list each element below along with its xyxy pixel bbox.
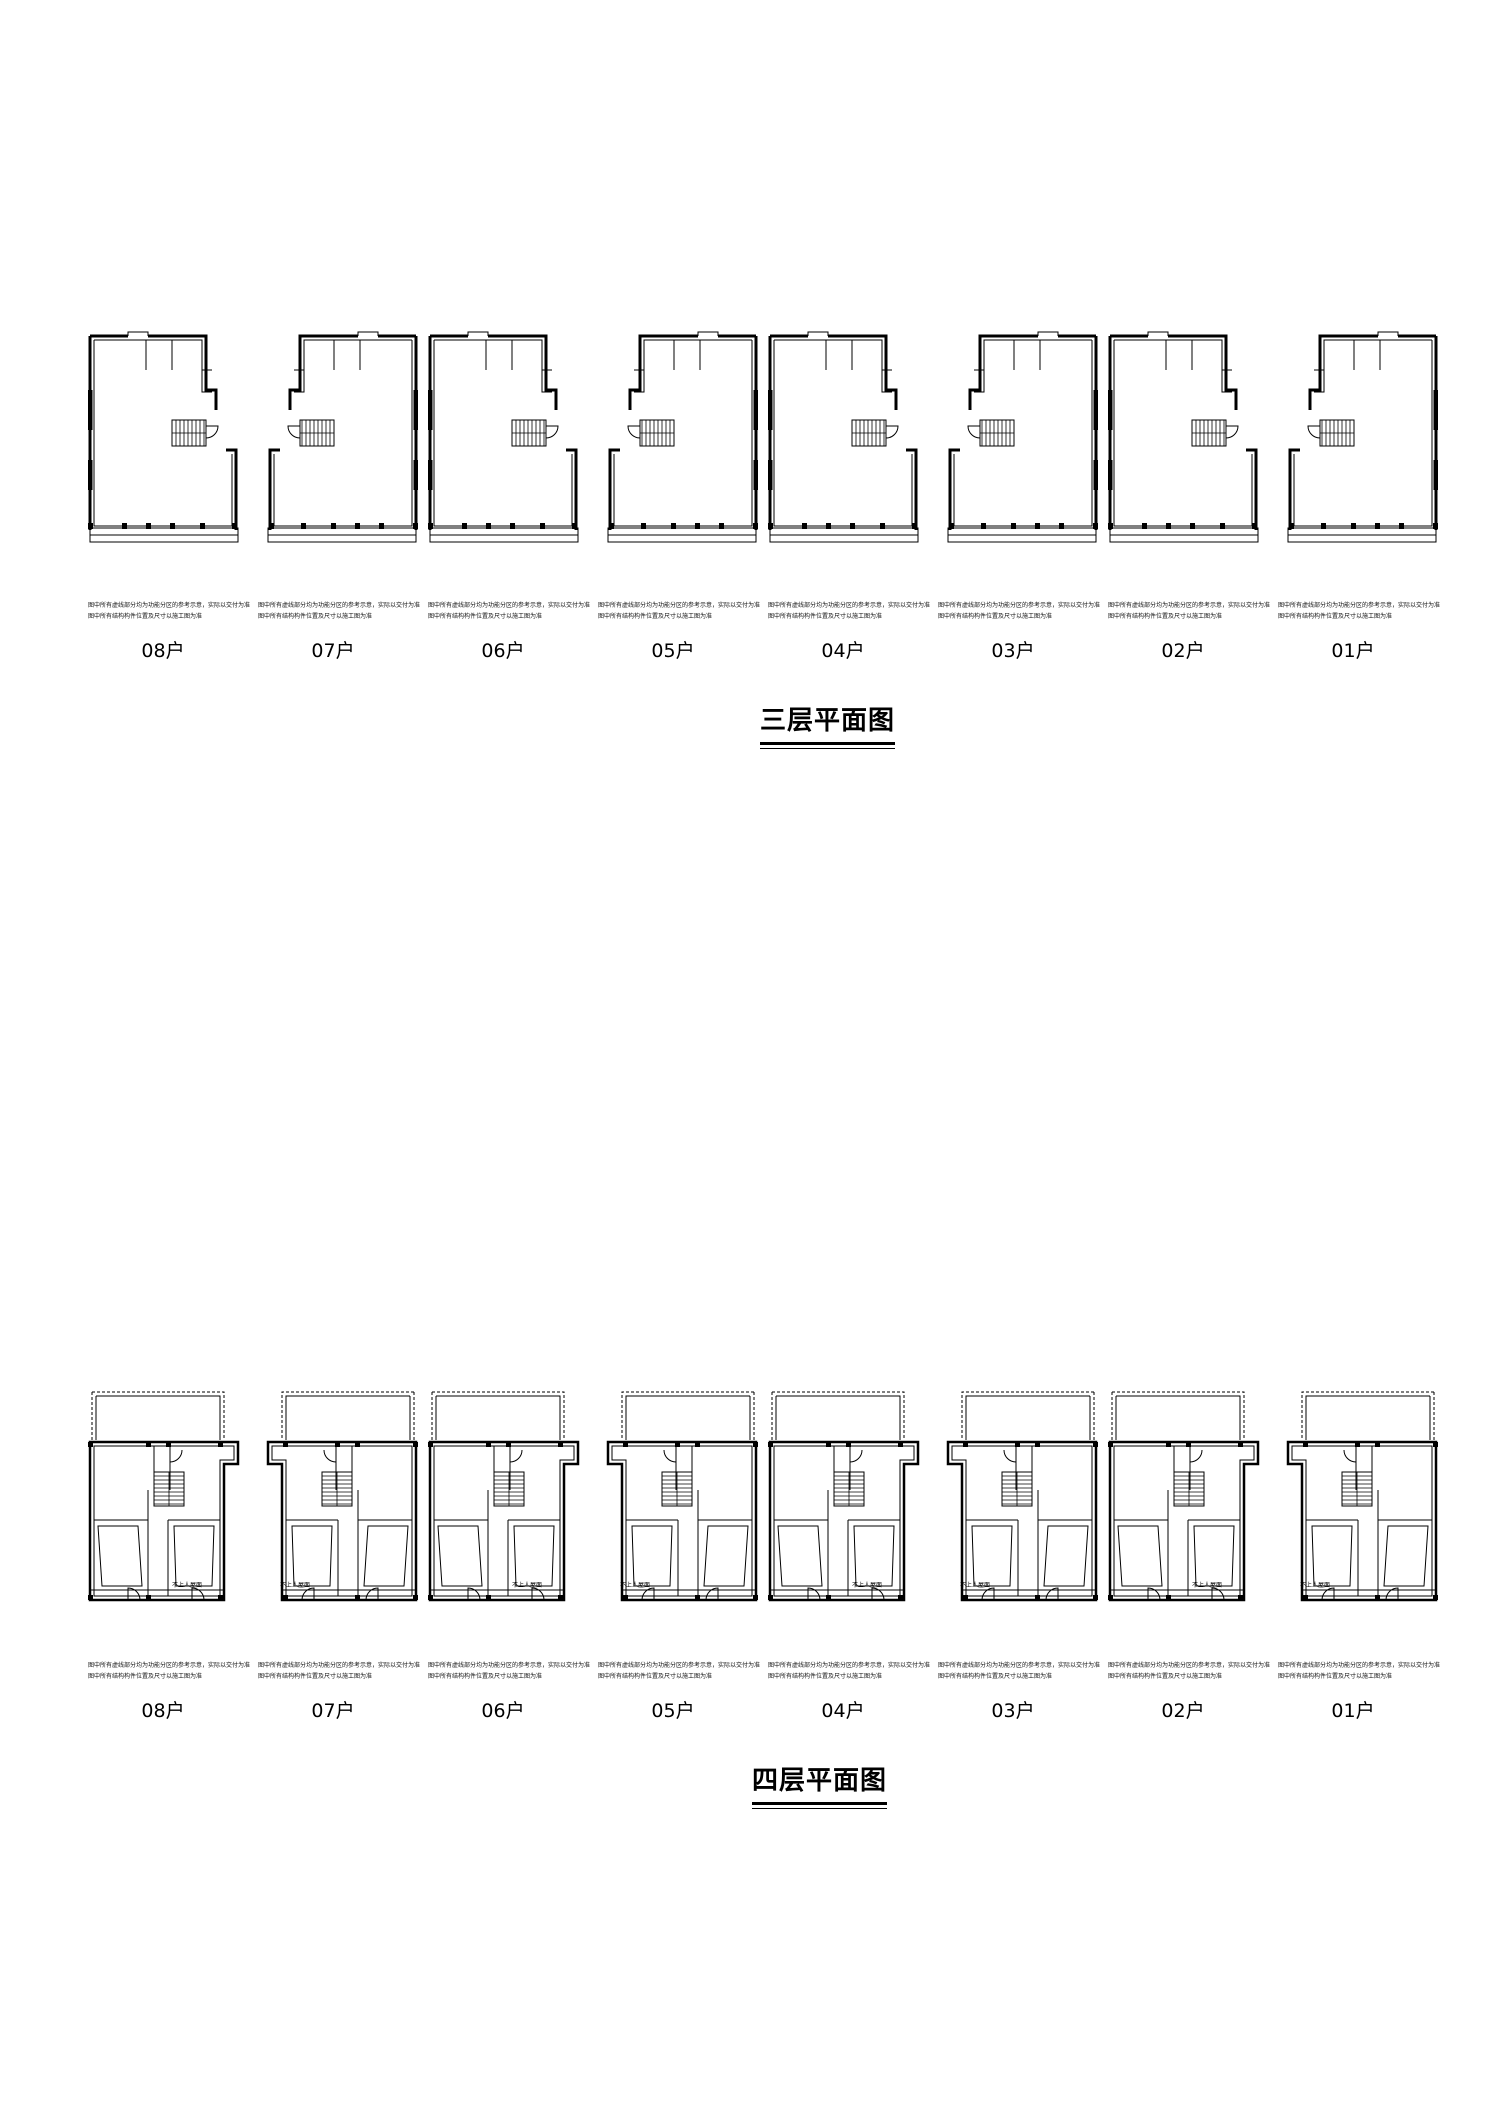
floor-plan-drawing [1108, 1390, 1268, 1610]
room-label: 不上人屋面 [852, 1582, 883, 1589]
floor-plan-drawing [88, 1390, 248, 1610]
unit-label: 03户 [991, 1700, 1035, 1722]
drawing-note-line: 图中所有虚线部分均为功能分区的参考示意，实际以交付为准 [938, 1662, 1101, 1669]
drawing-note-line: 图中所有虚线部分均为功能分区的参考示意，实际以交付为准 [258, 602, 421, 609]
unit-label: 01户 [1331, 1700, 1375, 1722]
room-label: 不上人屋面 [172, 1582, 203, 1589]
drawing-note-line: 图中所有虚线部分均为功能分区的参考示意，实际以交付为准 [88, 602, 251, 609]
floor-plan-drawing [428, 1390, 588, 1610]
unit-label: 04户 [821, 1700, 865, 1722]
drawing-note-line: 图中所有虚线部分均为功能分区的参考示意，实际以交付为准 [88, 1662, 251, 1669]
floor-plan-drawing [88, 330, 248, 550]
unit-label: 07户 [311, 640, 355, 662]
unit-label: 02户 [1161, 1700, 1205, 1722]
drawing-note-line: 图中所有结构构件位置及尺寸以施工图为准 [1278, 613, 1393, 620]
room-label: 不上人屋面 [280, 1582, 311, 1589]
floor-plan-drawing [938, 1390, 1098, 1610]
drawing-note-line: 图中所有结构构件位置及尺寸以施工图为准 [768, 613, 883, 620]
drawing-note-line: 图中所有结构构件位置及尺寸以施工图为准 [938, 613, 1053, 620]
floor-plan-drawing [428, 330, 588, 550]
title-underline-thin [752, 1808, 888, 1809]
drawing-note-line: 图中所有结构构件位置及尺寸以施工图为准 [598, 613, 713, 620]
unit-label: 07户 [311, 1700, 355, 1722]
drawing-note-line: 图中所有虚线部分均为功能分区的参考示意，实际以交付为准 [258, 1662, 421, 1669]
drawing-note-line: 图中所有虚线部分均为功能分区的参考示意，实际以交付为准 [428, 1662, 591, 1669]
drawing-note-line: 图中所有结构构件位置及尺寸以施工图为准 [428, 1673, 543, 1680]
drawing-note-line: 图中所有结构构件位置及尺寸以施工图为准 [88, 613, 203, 620]
floor-plan-drawing [598, 1390, 758, 1610]
floor-plan-drawing [258, 330, 418, 550]
unit-label: 08户 [141, 640, 185, 662]
drawing-note-line: 图中所有虚线部分均为功能分区的参考示意，实际以交付为准 [598, 1662, 761, 1669]
fourth-floor-section: 不上人屋面图中所有虚线部分均为功能分区的参考示意，实际以交付为准图中所有结构构件… [0, 1390, 1500, 1810]
drawing-note-line: 图中所有结构构件位置及尺寸以施工图为准 [1278, 1673, 1393, 1680]
drawing-note-line: 图中所有结构构件位置及尺寸以施工图为准 [598, 1673, 713, 1680]
drawing-note-line: 图中所有结构构件位置及尺寸以施工图为准 [258, 1673, 373, 1680]
room-label: 不上人屋面 [512, 1582, 543, 1589]
drawing-note-line: 图中所有结构构件位置及尺寸以施工图为准 [938, 1673, 1053, 1680]
drawing-note-line: 图中所有结构构件位置及尺寸以施工图为准 [88, 1673, 203, 1680]
third-floor-section: 图中所有虚线部分均为功能分区的参考示意，实际以交付为准图中所有结构构件位置及尺寸… [0, 330, 1500, 750]
floor-plan-drawing [1278, 1390, 1438, 1610]
unit-label: 03户 [991, 640, 1035, 662]
drawing-note-line: 图中所有虚线部分均为功能分区的参考示意，实际以交付为准 [938, 602, 1101, 609]
title-underline-thick [760, 742, 896, 745]
room-label: 不上人屋面 [960, 1582, 991, 1589]
drawing-note-line: 图中所有虚线部分均为功能分区的参考示意，实际以交付为准 [1278, 602, 1441, 609]
unit-label: 05户 [651, 640, 695, 662]
room-label: 不上人屋面 [1300, 1582, 1331, 1589]
drawing-note-line: 图中所有虚线部分均为功能分区的参考示意，实际以交付为准 [768, 602, 931, 609]
drawing-note-line: 图中所有结构构件位置及尺寸以施工图为准 [768, 1673, 883, 1680]
room-label: 不上人屋面 [620, 1582, 651, 1589]
third-floor-title-text: 三层平面图 [760, 706, 896, 736]
drawing-note-line: 图中所有结构构件位置及尺寸以施工图为准 [258, 613, 373, 620]
unit-label: 06户 [481, 640, 525, 662]
drawing-note-line: 图中所有虚线部分均为功能分区的参考示意，实际以交付为准 [1108, 1662, 1271, 1669]
floor-plan-drawing [938, 330, 1098, 550]
fourth-floor-title-text: 四层平面图 [752, 1766, 888, 1796]
drawing-note-line: 图中所有结构构件位置及尺寸以施工图为准 [1108, 1673, 1223, 1680]
title-underline-thin [760, 748, 896, 749]
room-label: 不上人屋面 [1192, 1582, 1223, 1589]
unit-label: 02户 [1161, 640, 1205, 662]
unit-label: 06户 [481, 1700, 525, 1722]
third-floor-title: 三层平面图 [760, 700, 896, 749]
drawing-note-line: 图中所有结构构件位置及尺寸以施工图为准 [1108, 613, 1223, 620]
floor-plan-drawing [258, 1390, 418, 1610]
unit-label: 01户 [1331, 640, 1375, 662]
fourth-floor-title: 四层平面图 [752, 1760, 888, 1809]
drawing-note-line: 图中所有结构构件位置及尺寸以施工图为准 [428, 613, 543, 620]
title-underline-thick [752, 1802, 888, 1805]
floor-plan-drawing [768, 1390, 928, 1610]
floor-plan-drawing [1278, 330, 1438, 550]
drawing-note-line: 图中所有虚线部分均为功能分区的参考示意，实际以交付为准 [768, 1662, 931, 1669]
unit-label: 05户 [651, 1700, 695, 1722]
drawing-note-line: 图中所有虚线部分均为功能分区的参考示意，实际以交付为准 [428, 602, 591, 609]
floor-plan-drawing [598, 330, 758, 550]
unit-label: 08户 [141, 1700, 185, 1722]
floor-plan-drawing [1108, 330, 1268, 550]
floor-plan-drawing [768, 330, 928, 550]
drawing-note-line: 图中所有虚线部分均为功能分区的参考示意，实际以交付为准 [598, 602, 761, 609]
drawing-note-line: 图中所有虚线部分均为功能分区的参考示意，实际以交付为准 [1278, 1662, 1441, 1669]
unit-label: 04户 [821, 640, 865, 662]
drawing-note-line: 图中所有虚线部分均为功能分区的参考示意，实际以交付为准 [1108, 602, 1271, 609]
